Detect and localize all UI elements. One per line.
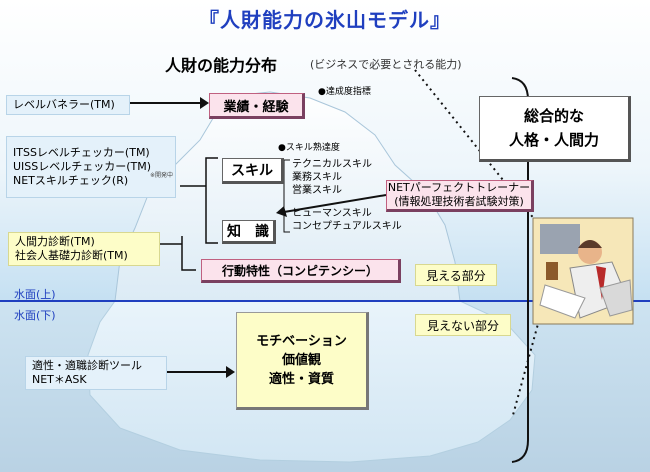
competency-bracket <box>181 236 196 271</box>
invisible-part-text: 見えない部分 <box>426 318 499 333</box>
achievement-index-note: ●達成度指標 <box>318 87 371 97</box>
uiss-checker-text: UISSレベルチェッカー(TM) <box>13 160 152 173</box>
skill-box: スキル <box>222 158 284 184</box>
aptitude-line2: NET＊ASK <box>32 373 87 386</box>
visible-part-text: 見える部分 <box>426 268 486 283</box>
knowledge-text: 知 識 <box>227 224 269 240</box>
businessman-illustration <box>532 217 634 325</box>
skill-line: ヒューマンスキル <box>292 208 372 219</box>
values-text: 価値観 <box>281 352 321 368</box>
human-power-text: 人間力診断(TM) <box>15 235 95 248</box>
skill-check-tools: ITSSレベルチェッカー(TM) UISSレベルチェッカー(TM) NETスキル… <box>6 136 176 198</box>
arrow-head <box>226 366 235 378</box>
skill-list: テクニカルスキル 業務スキル 営業スキル <box>292 158 372 197</box>
invisible-part-label: 見えない部分 <box>415 314 511 336</box>
aptitude-text: 適性・資質 <box>268 371 334 387</box>
itss-checker-text: ITSSレベルチェッカー(TM) <box>13 146 150 159</box>
human-power-tools: 人間力診断(TM) 社会人基礎力診断(TM) <box>8 232 160 266</box>
skill-line: テクニカルスキル <box>292 159 372 170</box>
knowledge-box: 知 識 <box>222 220 276 244</box>
dotted-line <box>414 69 556 246</box>
skill-list-2: ヒューマンスキル コンセプチュアルスキル <box>292 207 402 233</box>
water-below-label: 水面(下) <box>14 309 56 322</box>
arrow-head <box>200 97 209 109</box>
skill-bracket <box>205 157 218 244</box>
skill-line: 業務スキル <box>292 172 342 183</box>
social-basic-text: 社会人基礎力診断(TM) <box>15 249 128 262</box>
skill-text-bracket <box>283 159 290 233</box>
level-banner-label: レベルバネラー(TM) <box>6 95 130 115</box>
overall-character-box: 総合的な 人格・人間力 <box>479 96 631 162</box>
performance-text: 業績・経験 <box>223 99 289 115</box>
aptitude-tools: 適性・適職診断ツール NET＊ASK <box>25 356 167 390</box>
page-title: 『人財能力の氷山モデル』 <box>199 8 451 32</box>
net-perfect-trainer-box: NETパーフェクトトレーナー (情報処理技術者試験対策) <box>386 180 534 212</box>
water-above-label: 水面(上) <box>14 288 56 301</box>
subtitle: 人財の能力分布 <box>165 56 278 75</box>
overall-line1: 総合的な <box>523 107 584 125</box>
net-skill-check-text: NETスキルチェック(R) <box>13 174 129 187</box>
right-bracket <box>511 77 529 463</box>
skill-line: コンセプチュアルスキル <box>292 221 402 232</box>
level-banner-text: レベルバネラー(TM) <box>13 98 115 111</box>
motivation-text: モチベーション <box>256 333 347 349</box>
visible-part-label: 見える部分 <box>415 264 497 286</box>
net-perfect-line1: NETパーフェクトトレーナー <box>387 181 531 194</box>
aptitude-line1: 適性・適職診断ツール <box>32 359 142 372</box>
performance-box: 業績・経験 <box>209 93 305 119</box>
deep-factors-box: モチベーション 価値観 適性・資質 <box>236 312 369 410</box>
dotted-line <box>512 261 556 416</box>
overall-line2: 人格・人間力 <box>508 131 599 149</box>
competency-box: 行動特性（コンピテンシー） <box>201 259 401 283</box>
arrow-line <box>283 194 387 213</box>
skill-line: 営業スキル <box>292 185 342 196</box>
competency-text: 行動特性（コンピテンシー） <box>221 263 378 278</box>
uiss-dev-note: ※開発中 <box>150 172 174 179</box>
skill-text: スキル <box>231 163 273 179</box>
skill-level-note: ●スキル熟達度 <box>278 143 340 153</box>
net-perfect-line2: (情報処理技術者試験対策) <box>394 195 524 208</box>
subtitle-note: (ビジネスで必要とされる能力) <box>310 58 462 71</box>
